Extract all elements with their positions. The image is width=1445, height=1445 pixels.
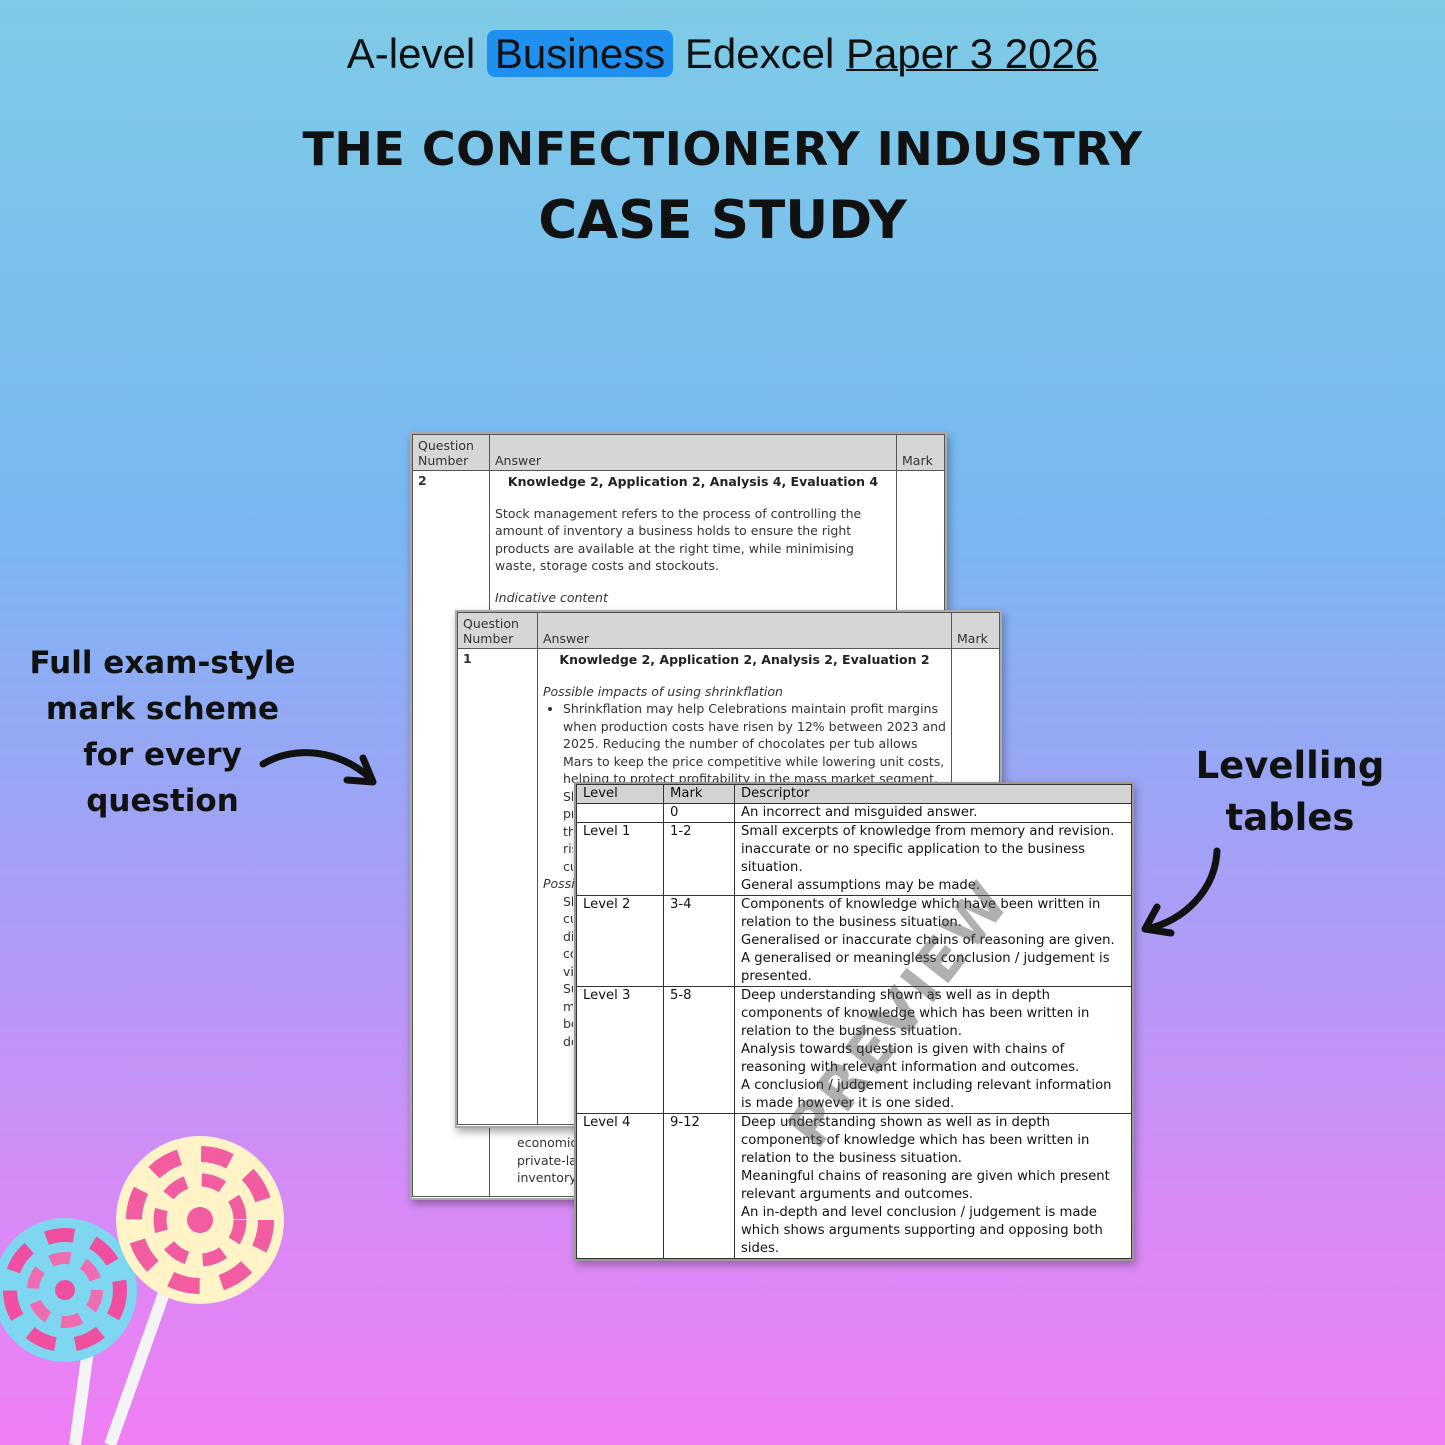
col-question: Question Number [412, 434, 490, 471]
mark-cell: 0 [663, 803, 735, 823]
level-cell: Level 1 [576, 822, 664, 896]
descriptor-cell: Small excerpts of knowledge from memory … [734, 822, 1132, 896]
level-cell: Level 2 [576, 895, 664, 987]
left-callout: Full exam-style mark scheme for every qu… [29, 645, 296, 819]
exam-board: Edexcel [684, 30, 835, 77]
col-answer: Answer [489, 434, 897, 471]
col-mark: Mark [896, 434, 945, 471]
mark-cell: 9-12 [663, 1113, 735, 1259]
cut-heading: Possi [543, 876, 575, 891]
mark-cell: 3-4 [663, 895, 735, 987]
level-cell [576, 803, 664, 823]
header-descriptor: Descriptor [734, 784, 1132, 804]
descriptor-cell: Components of knowledge which have been … [734, 895, 1132, 987]
header-level: Level [576, 784, 664, 804]
level-cell: Level 3 [576, 986, 664, 1114]
impacts-heading: Possible impacts of using shrinkflation [543, 683, 783, 699]
question-number: 2 [418, 473, 427, 488]
marks-line: Knowledge 2, Application 2, Analysis 4, … [507, 474, 879, 489]
arrow-left-icon [1141, 847, 1221, 937]
title-line2: CASE STUDY [538, 190, 907, 251]
subject-highlight: Business [486, 30, 674, 77]
header-line: A-level Business Edexcel Paper 3 2026 [0, 30, 1445, 78]
arrow-right-icon [259, 749, 377, 786]
level-cell: Level 4 [576, 1113, 664, 1259]
col-answer: Answer [537, 612, 952, 649]
bullet-point: Sh cu di cc vi [563, 893, 573, 981]
indicative-heading: Indicative content [495, 589, 608, 605]
cut-text: economic private-la inventory [517, 1135, 575, 1185]
descriptor-cell: Deep understanding shown as well as in d… [734, 986, 1132, 1114]
lollipops-icon [0, 1136, 284, 1445]
right-callout: Levelling tables [1195, 744, 1385, 839]
descriptor-cell: An incorrect and misguided answer. [734, 803, 1132, 823]
mark-cell: 1-2 [663, 822, 735, 896]
bullet-point: Su m bc dc [563, 980, 573, 1050]
marks-line: Knowledge 2, Application 2, Analysis 2, … [559, 652, 930, 667]
header-prefix: A-level [346, 30, 476, 77]
col-question: Question Number [457, 612, 538, 649]
definition-text: Stock management refers to the process o… [495, 505, 862, 574]
col-mark: Mark [951, 612, 1000, 649]
question-number: 1 [463, 651, 472, 666]
bullet-point: Shrinkflation may help Celebrations main… [563, 700, 946, 788]
descriptor-cell: Deep understanding shown as well as in d… [734, 1113, 1132, 1259]
mark-cell: 5-8 [663, 986, 735, 1114]
title-line1: THE CONFECTIONERY INDUSTRY [302, 122, 1143, 176]
bullet-point: Sh pr th ris cu [563, 788, 573, 876]
header-mark: Mark [663, 784, 735, 804]
paper-label: Paper 3 2026 [846, 30, 1099, 77]
